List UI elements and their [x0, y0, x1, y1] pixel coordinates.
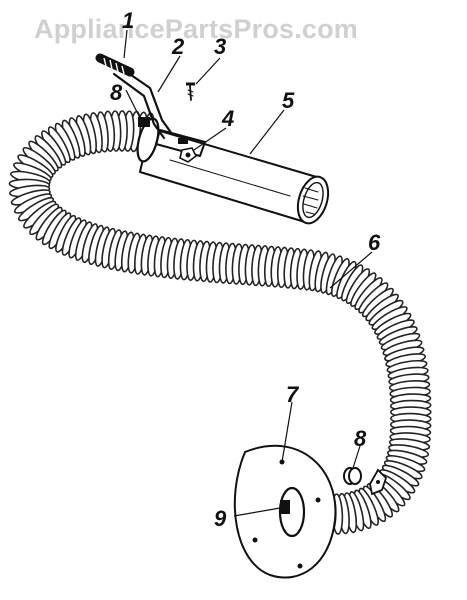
- nozzle-tube: [139, 127, 330, 225]
- callout-8: 8: [354, 426, 367, 451]
- watermark-text: AppliancePartsPros.com: [34, 14, 358, 44]
- callout-4: 4: [221, 106, 234, 131]
- leader-lines: [123, 29, 373, 517]
- callout-7: 7: [286, 382, 300, 407]
- callout-labels: 1 2 3 4 5 6 7 8 9 8: [110, 8, 381, 531]
- callout-3: 3: [214, 34, 226, 59]
- screw: [186, 82, 195, 101]
- callout-9: 9: [214, 506, 227, 531]
- callout-6: 6: [368, 230, 381, 255]
- hose-clamp-bottom: [278, 486, 306, 538]
- handle-bracket: [112, 64, 206, 157]
- flexible-hose: [8, 110, 432, 535]
- handle-grip: [95, 53, 135, 77]
- callout-1: 1: [122, 8, 134, 33]
- washer-and-wing-nut: [343, 467, 388, 496]
- callout-2: 2: [171, 34, 185, 59]
- callout-8: 8: [110, 80, 123, 105]
- callout-5: 5: [282, 88, 295, 113]
- nut: [179, 147, 198, 163]
